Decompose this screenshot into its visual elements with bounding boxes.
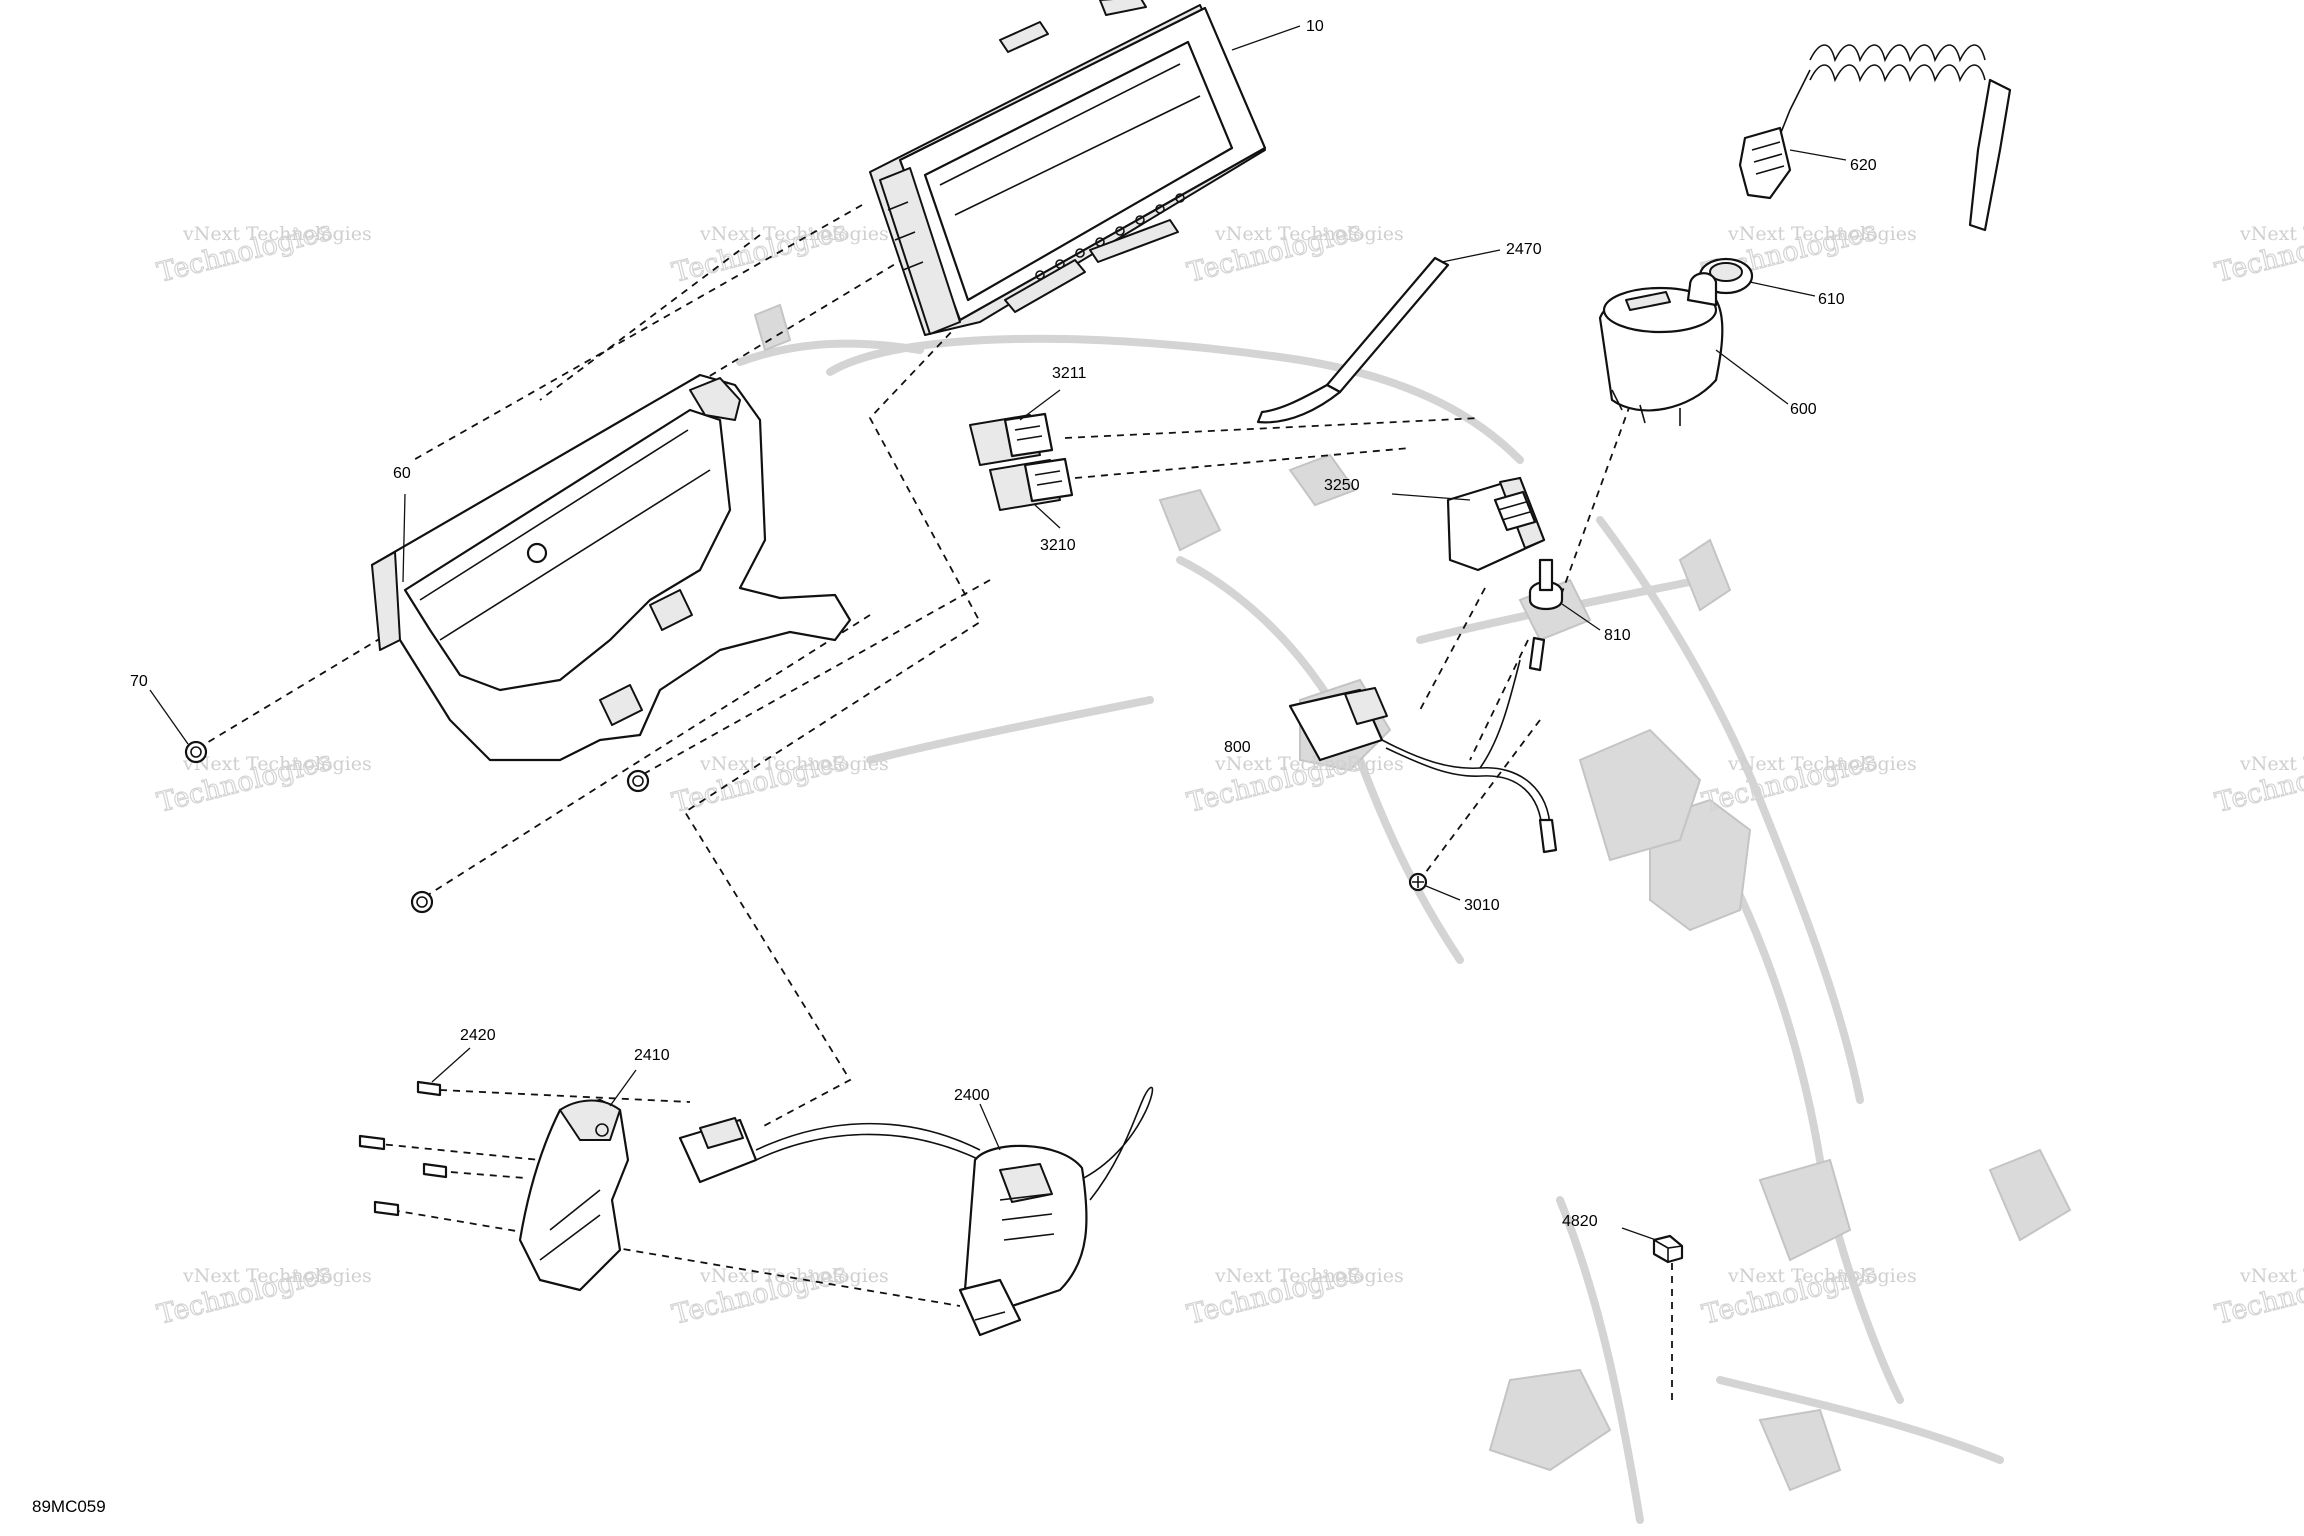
callout-2400: 2400 <box>954 1087 1001 1151</box>
callout-label: 10 <box>1306 18 1324 35</box>
callout-label: 2410 <box>634 1047 670 1064</box>
callout-label: 620 <box>1850 157 1877 174</box>
callout-3250: 3250 <box>1324 477 1471 501</box>
assembly-lines <box>194 204 1673 1400</box>
callout-label: 800 <box>1224 739 1251 756</box>
ghosted-vehicle-frame <box>736 303 2072 1524</box>
screw-70-set <box>184 740 650 914</box>
watermark-text: vNext Technologies <box>2239 1265 2304 1287</box>
callout-3211: 3211 <box>1019 365 1087 421</box>
callout-label: 2470 <box>1506 241 1542 258</box>
callout-label: 4820 <box>1562 1213 1598 1230</box>
callout-label: 3250 <box>1324 477 1360 494</box>
watermark-text: vNext Technologies <box>1727 753 1917 775</box>
tether-cord-620 <box>1738 44 2012 232</box>
watermark-text: vNext Technologies <box>699 753 889 775</box>
callout-label: 2400 <box>954 1087 990 1104</box>
callout-4820: 4820 <box>1562 1213 1657 1241</box>
connector-3211 <box>969 412 1054 466</box>
nut-4820 <box>1652 1234 1684 1264</box>
callout-2420: 2420 <box>431 1027 496 1083</box>
screw-2420-set <box>358 1080 448 1217</box>
handlebar-switch-2400 <box>678 1086 1154 1337</box>
watermark-layer: vNext Technologies Technologies vNext Te… <box>154 215 2304 1332</box>
callout-10: 10 <box>1231 18 1324 51</box>
callout-800: 800 <box>1224 739 1251 756</box>
watermark-text: vNext Technologies <box>182 1265 372 1287</box>
watermark-text: vNext Technologies <box>1727 1265 1917 1287</box>
watermark-text: vNext Technologies <box>1727 223 1917 245</box>
watermark-text: vNext Technologies <box>1214 223 1404 245</box>
watermark-text: vNext Technologies <box>1214 753 1404 775</box>
ignition-switch-600 <box>1598 272 1724 426</box>
cluster-bezel-frame <box>370 373 852 762</box>
watermark-text: vNext Technologies <box>182 223 372 245</box>
diagram-code: 89MC059 <box>32 1497 106 1516</box>
rubber-plug-810 <box>1528 558 1564 611</box>
wiring-harness-800 <box>1288 636 1558 854</box>
callout-620: 620 <box>1789 149 1877 174</box>
watermark-text: vNext Technologies <box>2239 223 2304 245</box>
callout-3210: 3210 <box>1034 504 1076 554</box>
callout-3010: 3010 <box>1425 885 1500 914</box>
instrument-cluster <box>869 0 1267 336</box>
watermark-text: vNext Technologies <box>1214 1265 1404 1287</box>
switch-housing-2410 <box>518 1098 630 1292</box>
callout-label: 70 <box>130 673 148 690</box>
callout-label: 3211 <box>1052 365 1087 382</box>
callout-label: 3210 <box>1040 537 1076 554</box>
watermark-text: vNext Technologies <box>699 1265 889 1287</box>
callout-label: 60 <box>393 465 411 482</box>
callout-70: 70 <box>130 673 189 745</box>
callout-label: 810 <box>1604 627 1631 644</box>
callout-600: 600 <box>1715 349 1817 418</box>
callout-label: 2420 <box>460 1027 496 1044</box>
callout-label: 610 <box>1818 291 1845 308</box>
screw-3010 <box>1408 872 1428 892</box>
antenna-2470 <box>1256 256 1450 424</box>
callout-2470: 2470 <box>1441 241 1542 263</box>
callout-810: 810 <box>1561 603 1631 644</box>
watermark-text: vNext Technologies <box>182 753 372 775</box>
callout-label: 600 <box>1790 401 1817 418</box>
callout-610: 610 <box>1749 281 1845 308</box>
callout-60: 60 <box>393 465 411 583</box>
watermark-text: vNext Technologies <box>699 223 889 245</box>
watermark-text: vNext Technologies <box>2239 753 2304 775</box>
callout-2410: 2410 <box>609 1047 670 1107</box>
rocker-switch-3250 <box>1446 476 1546 572</box>
callout-label: 3010 <box>1464 897 1500 914</box>
connector-3210 <box>989 457 1074 511</box>
